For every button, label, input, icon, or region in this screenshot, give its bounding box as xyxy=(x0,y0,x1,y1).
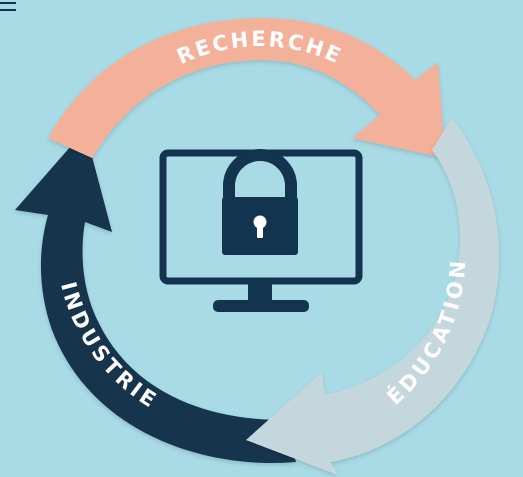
arrow-recherche xyxy=(48,18,445,158)
arrow-education xyxy=(246,118,500,475)
monitor-base xyxy=(213,300,309,312)
corner-mark xyxy=(0,2,16,11)
monitor-stand xyxy=(248,281,272,301)
keyhole-slot xyxy=(257,224,263,238)
keyhole xyxy=(253,215,267,229)
monitor-with-padlock-icon xyxy=(159,149,363,312)
padlock-shackle xyxy=(223,149,297,198)
arrow-industrie xyxy=(15,130,296,463)
